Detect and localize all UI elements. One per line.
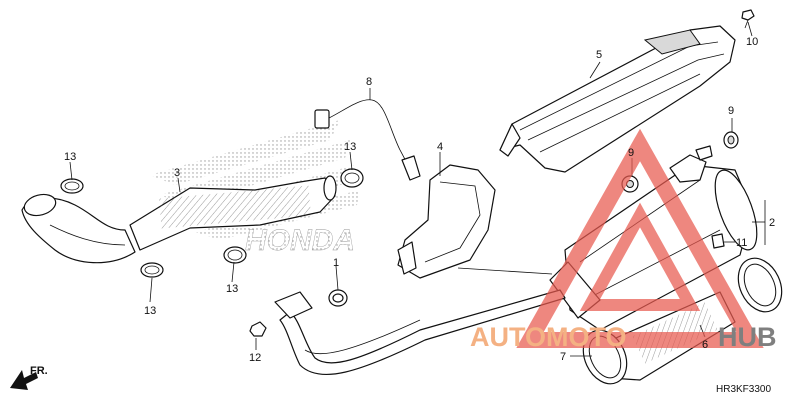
- grommet-9-right: [723, 131, 739, 149]
- watermark-text-left: AUTOMOTO: [470, 322, 627, 352]
- catalyzer-pipe-3: [129, 175, 337, 251]
- callout-11: 11: [736, 237, 747, 249]
- callout-5: 5: [596, 49, 602, 61]
- callout-13-c: 13: [226, 283, 238, 295]
- callout-13-b: 13: [144, 305, 156, 317]
- callout-2: 2: [769, 217, 775, 229]
- shield-bracket-4: [397, 164, 496, 279]
- automotohub-logo: [516, 128, 764, 348]
- watermark-text-right: HUB: [718, 322, 777, 352]
- callout-13-d: 13: [344, 141, 356, 153]
- callout-9-right: 9: [728, 105, 734, 117]
- bolt-10: [741, 9, 755, 29]
- clamp-13-b: [140, 262, 164, 278]
- diagram-code: HR3KF3300: [716, 384, 771, 395]
- callout-7: 7: [560, 351, 566, 363]
- front-arrow-icon: [10, 370, 38, 390]
- o2-sensor-8: [314, 99, 421, 181]
- callout-8: 8: [366, 76, 372, 88]
- heat-shield-5: [499, 25, 736, 173]
- callout-4: 4: [437, 141, 443, 153]
- exhaust-pipe: [274, 289, 566, 376]
- clamp-13-c: [223, 246, 247, 264]
- callout-6: 6: [702, 339, 708, 351]
- callout-1: 1: [333, 257, 339, 269]
- clamp-13-a: [60, 178, 84, 194]
- callout-12: 12: [249, 352, 261, 364]
- clamp-13-d: [340, 168, 364, 188]
- nut-12: [249, 321, 267, 337]
- honda-watermark-text: HONDA: [245, 224, 355, 257]
- gasket-ring-7-large: [737, 257, 783, 313]
- callout-3: 3: [174, 167, 180, 179]
- front-marker-label: FR.: [30, 365, 48, 377]
- callout-10: 10: [746, 36, 758, 48]
- inlet-pipe: [21, 193, 136, 264]
- callout-9-left: 9: [628, 147, 634, 159]
- gasket-1: [328, 289, 348, 307]
- callout-13-a: 13: [64, 151, 76, 163]
- leader-lines: [69, 21, 766, 357]
